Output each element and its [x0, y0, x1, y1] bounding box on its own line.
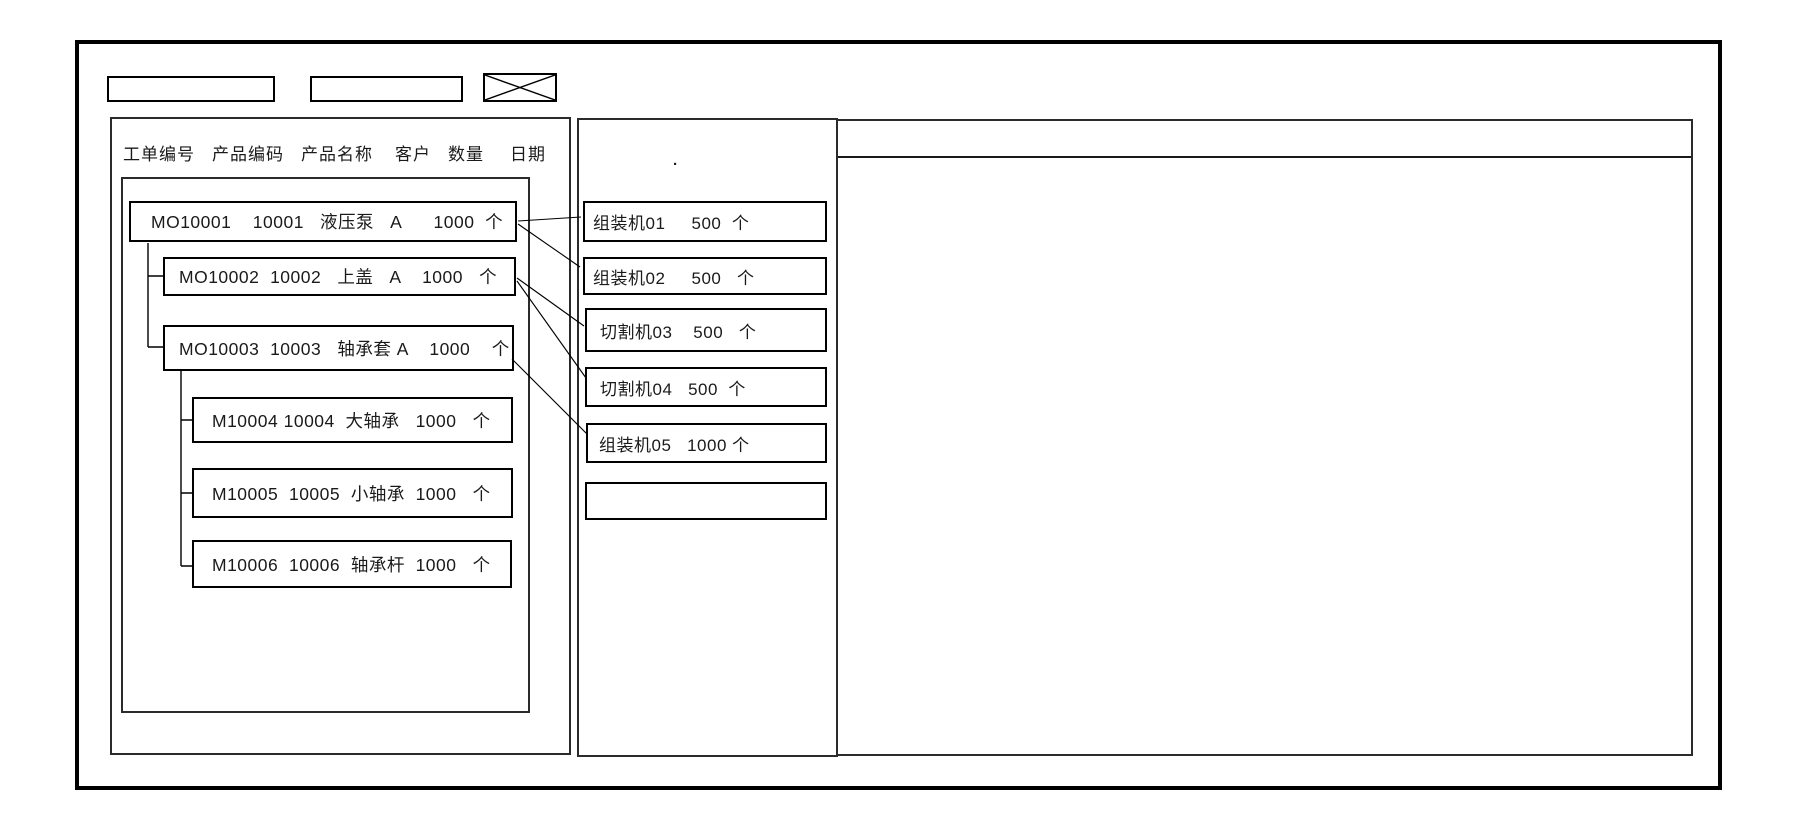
order-card-m10006[interactable]: M10006 10006 轴承杆 1000 个 [192, 540, 512, 588]
machine-card-label: 组装机02 500 个 [593, 268, 755, 288]
machine-card-label: 切割机04 500 个 [600, 379, 746, 399]
toolbar-field-2[interactable] [310, 76, 463, 102]
x-icon [485, 75, 555, 100]
order-card-label: M10006 10006 轴承杆 1000 个 [212, 554, 491, 575]
column-product-code: 产品编码 [212, 145, 284, 164]
column-order-no: 工单编号 [123, 145, 195, 164]
column-qty: 数量 [448, 145, 484, 164]
toolbar-field-1[interactable] [107, 76, 275, 102]
order-card-label: MO10002 10002 上盖 A 1000 个 [179, 267, 498, 287]
order-card-m10004[interactable]: M10004 10004 大轴承 1000 个 [192, 397, 513, 443]
machine-card-label: 组装机01 500 个 [593, 214, 750, 233]
order-card-label: MO10003 10003 轴承套 A 1000 个 [179, 338, 510, 359]
column-customer: 客户 [395, 145, 431, 164]
order-card-m10005[interactable]: M10005 10005 小轴承 1000 个 [192, 468, 513, 518]
machine-card-05[interactable]: 组装机05 1000 个 [586, 423, 827, 463]
machine-card-02[interactable]: 组装机02 500 个 [583, 257, 827, 295]
order-card-label: M10004 10004 大轴承 1000 个 [212, 410, 491, 431]
image-placeholder-x-icon[interactable] [483, 73, 557, 102]
detail-panel [836, 119, 1693, 756]
machine-card-label: 切割机03 500 个 [600, 322, 757, 342]
order-card-label: MO10001 10001 液压泵 A 1000 个 [151, 212, 504, 232]
order-columns-header: 工单编号 产品编码 产品名称 客户 数量 日期 [123, 140, 546, 165]
machine-card-04[interactable]: 切割机04 500 个 [585, 367, 827, 407]
order-card-mo10001[interactable]: MO10001 10001 液压泵 A 1000 个 [129, 201, 517, 242]
order-card-mo10003[interactable]: MO10003 10003 轴承套 A 1000 个 [163, 325, 514, 371]
order-card-label: M10005 10005 小轴承 1000 个 [212, 483, 491, 504]
column-product-name: 产品名称 [301, 145, 373, 164]
machine-panel-mark: . [673, 152, 678, 169]
order-card-mo10002[interactable]: MO10002 10002 上盖 A 1000 个 [163, 257, 516, 296]
machine-card-label: 组装机05 1000 个 [599, 435, 750, 455]
detail-panel-header [838, 121, 1691, 158]
column-date: 日期 [510, 145, 546, 164]
order-tree-container [121, 177, 530, 713]
machine-card-01[interactable]: 组装机01 500 个 [583, 201, 827, 242]
machine-card-03[interactable]: 切割机03 500 个 [585, 308, 827, 352]
machine-card-empty[interactable] [585, 482, 827, 520]
